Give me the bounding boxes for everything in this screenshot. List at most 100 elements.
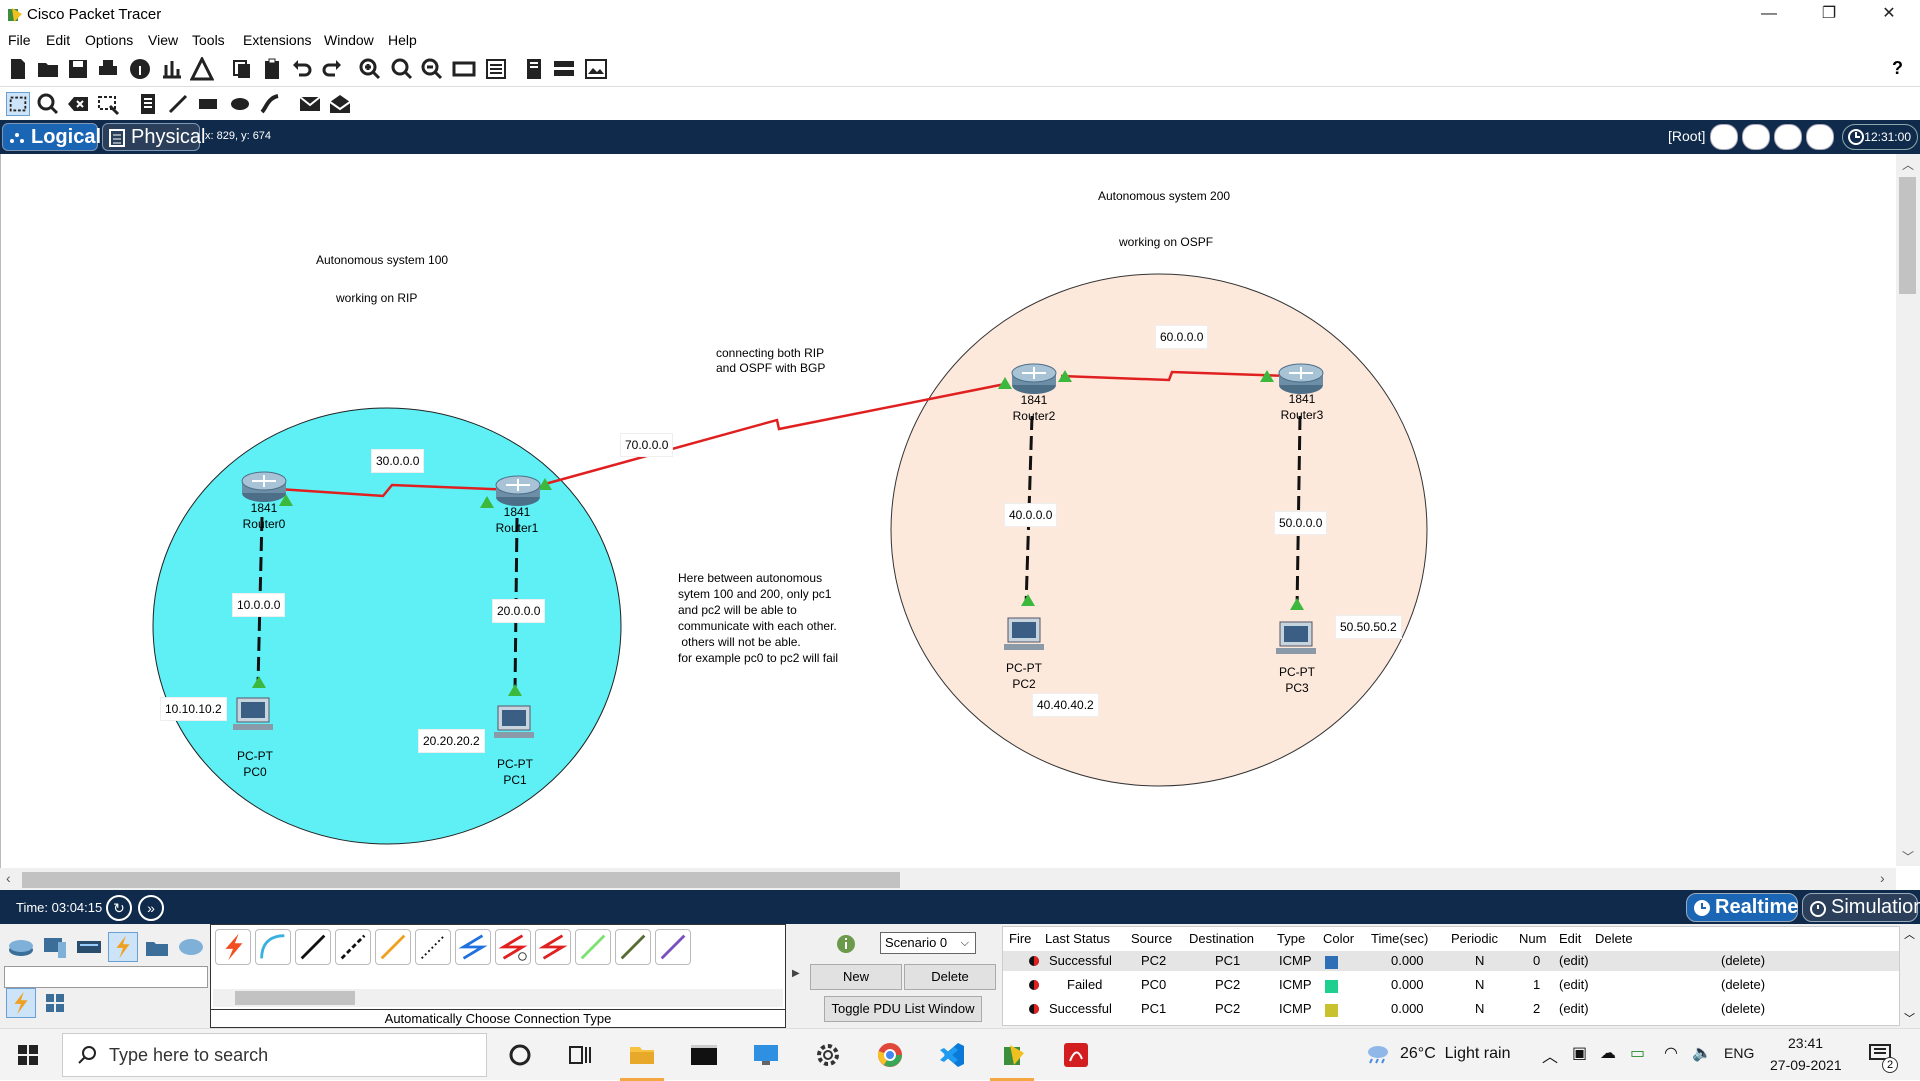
menu-file[interactable]: File [8,32,31,48]
zoom-out-icon[interactable] [420,57,444,81]
show-hidden-icons-chevron-icon[interactable]: ︿ [1542,1049,1559,1066]
vscode-icon[interactable] [938,1041,966,1069]
miscellaneous-icon[interactable] [142,932,172,962]
column-header[interactable]: Delete [1595,931,1633,946]
pdu-table-scrollbar[interactable]: ︿ ﹀ [1900,926,1918,1026]
column-header[interactable]: Color [1323,931,1355,946]
note-explanation[interactable]: Here between autonomous sytem 100 and 20… [674,568,843,668]
pc-icon[interactable] [494,705,534,738]
scroll-up-icon[interactable]: ︿ [1904,929,1915,941]
note-bgp[interactable]: connecting both RIP and OSPF with BGP [712,344,830,378]
column-header[interactable]: Edit [1559,931,1582,946]
weather-rain-icon[interactable] [1364,1043,1390,1065]
place-note-icon[interactable] [136,92,160,116]
save-icon[interactable] [66,57,90,81]
chrome-icon[interactable] [876,1041,904,1069]
pdu-row[interactable]: Failed PC0 PC2 ICMP 0.000 N 1 (edit) (de… [1003,975,1899,995]
network-label[interactable]: 20.0.0.0 [493,600,545,622]
pdu-edit-link[interactable]: (edit) [1559,953,1589,968]
note-as100-title[interactable]: Autonomous system 100 [312,250,453,270]
scroll-up-icon[interactable]: ︿ [1902,158,1915,172]
menu-extensions[interactable]: Extensions [243,32,312,48]
phone-cable-icon[interactable] [415,929,451,965]
info-icon[interactable] [836,934,856,954]
resize-shape-icon[interactable] [96,92,120,116]
this-pc-icon[interactable] [752,1041,780,1069]
scroll-right-icon[interactable]: › [1880,870,1885,886]
column-header[interactable]: Type [1277,931,1306,946]
restore-button[interactable]: ❐ [1821,5,1837,22]
input-language[interactable]: ENG [1724,1045,1755,1061]
inspect-icon[interactable] [36,92,60,116]
end-devices-icon[interactable] [40,932,70,962]
scroll-left-icon[interactable]: ‹ [6,870,11,886]
network-info-icon[interactable] [160,57,184,81]
network-label[interactable]: 60.0.0.0 [1156,326,1208,348]
host-ip-label[interactable]: 20.20.20.2 [419,730,484,752]
note-as100-protocol[interactable]: working on RIP [332,288,422,308]
device-search-input[interactable] [4,966,208,988]
usb-cable-icon[interactable] [655,929,691,965]
column-header[interactable]: Last Status [1045,931,1111,946]
router-icon[interactable] [1278,363,1324,394]
fire-icon[interactable] [1029,1003,1039,1015]
new-scenario-button[interactable]: New [810,964,902,990]
pc-icon[interactable] [1276,621,1316,654]
pdu-delete-link[interactable]: (delete) [1721,953,1766,968]
fire-icon[interactable] [1029,955,1039,967]
cloud-cluster-icon[interactable] [1742,124,1770,150]
pdu-delete-link[interactable]: (delete) [1721,1001,1766,1016]
taskbar-clock-time[interactable]: 23:41 [1788,1035,1824,1051]
network-label[interactable]: 40.0.0.0 [1005,504,1057,526]
console-cable-icon[interactable] [255,929,291,965]
note-as200-protocol[interactable]: working on OSPF [1115,232,1218,252]
router-icon[interactable] [1011,363,1057,394]
print-icon[interactable] [96,57,120,81]
components-icon[interactable] [74,932,104,962]
host-ip-label[interactable]: 40.40.40.2 [1033,694,1098,716]
taskbar-search-input[interactable]: Type here to search [62,1033,487,1077]
scenario-dropdown[interactable]: Scenario 0 ⌵ [880,932,976,954]
host-ip-label[interactable]: 50.50.50.2 [1336,616,1401,638]
task-view-icon[interactable] [566,1041,594,1069]
command-prompt-icon[interactable] [690,1041,718,1069]
menu-options[interactable]: Options [85,32,134,48]
router-icon[interactable] [241,471,287,502]
connection-scroll-thumb[interactable] [235,991,355,1005]
column-header[interactable]: Source [1131,931,1173,946]
simulation-mode-button[interactable]: Simulation [1802,893,1920,922]
meet-now-icon[interactable]: ▣ [1572,1045,1588,1062]
menu-window[interactable]: Window [324,32,374,48]
logical-workspace[interactable]: Autonomous system 100 working on RIP Aut… [0,154,1920,890]
close-button[interactable]: ✕ [1882,5,1896,22]
freeform-icon[interactable] [258,92,282,116]
tab-physical[interactable]: Physical [102,123,205,151]
minimize-button[interactable]: — [1761,5,1777,22]
copper-cross-over-icon[interactable] [335,929,371,965]
python-ide-icon[interactable] [552,57,576,81]
pdu-row[interactable]: Successful PC1 PC2 ICMP 0.000 N 2 (edit)… [1003,999,1899,1019]
connections-icon[interactable] [108,932,138,962]
scroll-down-icon[interactable]: ﹀ [1902,850,1915,864]
grid-view-icon[interactable] [44,992,66,1014]
copper-straight-through-icon[interactable] [295,929,331,965]
fire-icon[interactable] [1029,979,1039,991]
toggle-pdu-list-button[interactable]: Toggle PDU List Window [824,996,982,1022]
custom-device-dialog-icon[interactable] [484,57,508,81]
horizontal-scroll-thumb[interactable] [22,872,900,888]
settings-gear-icon[interactable] [814,1041,842,1069]
router-icon[interactable] [495,475,541,506]
viewport-clock[interactable]: 12:31:00 [1842,124,1918,150]
network-label[interactable]: 30.0.0.0 [372,450,424,472]
help-button[interactable]: ? [1892,58,1903,78]
back-navigation-icon[interactable] [1710,124,1738,150]
notification-center-icon[interactable] [1868,1043,1892,1065]
network-label[interactable]: 50.0.0.0 [1275,512,1327,534]
tab-logical[interactable]: Logical [2,123,101,151]
weather-text[interactable]: 26°C Light rain [1400,1045,1511,1062]
menu-view[interactable]: View [148,32,179,48]
open-file-icon[interactable] [36,57,60,81]
column-header[interactable]: Time(sec) [1371,931,1429,946]
menu-help[interactable]: Help [388,32,417,48]
pdu-edit-link[interactable]: (edit) [1559,1001,1589,1016]
